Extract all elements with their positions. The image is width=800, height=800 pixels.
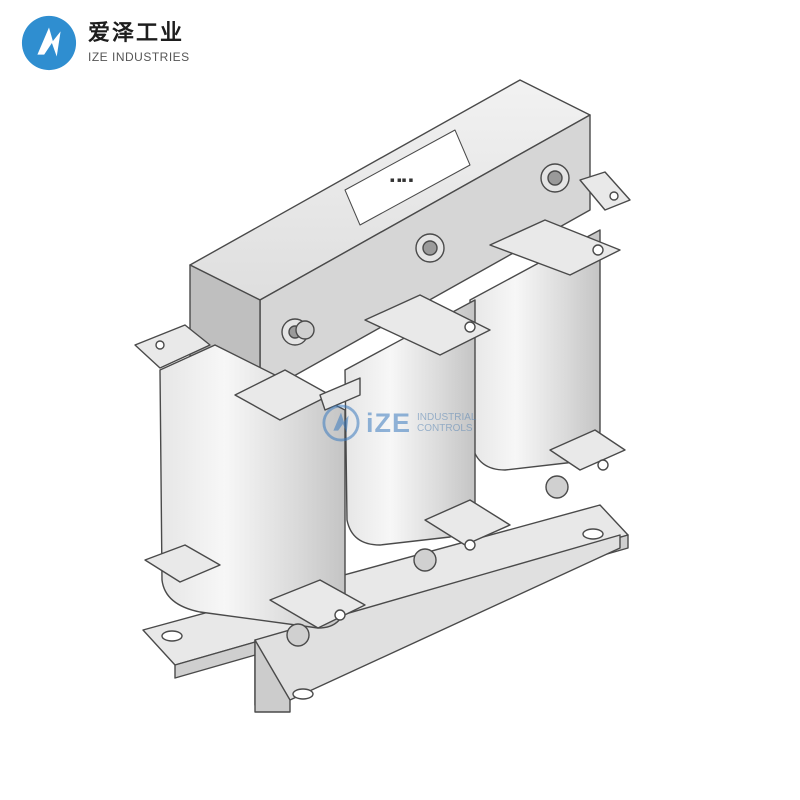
brand-name-en: IZE INDUSTRIES	[88, 50, 190, 64]
watermark-tagline: INDUSTRIAL CONTROLS	[417, 412, 476, 434]
watermark-brand: iZE	[366, 407, 412, 438]
watermark: iZE INDUSTRIAL CONTROLS	[322, 404, 476, 442]
bolts	[286, 320, 569, 647]
brand-name-cn: 爱泽工业	[88, 21, 185, 46]
svg-text:▪ ▪▪ ▪: ▪ ▪▪ ▪	[390, 176, 414, 184]
watermark-logo-icon	[322, 404, 360, 442]
watermark-line2: CONTROLS	[417, 423, 473, 434]
base-frame	[142, 504, 629, 713]
brand-logo: 爱泽工业 IZE INDUSTRIES	[20, 14, 190, 72]
watermark-line1: INDUSTRIAL	[417, 412, 477, 423]
ize-logo-icon	[21, 15, 77, 71]
terminal-tabs	[134, 171, 631, 629]
